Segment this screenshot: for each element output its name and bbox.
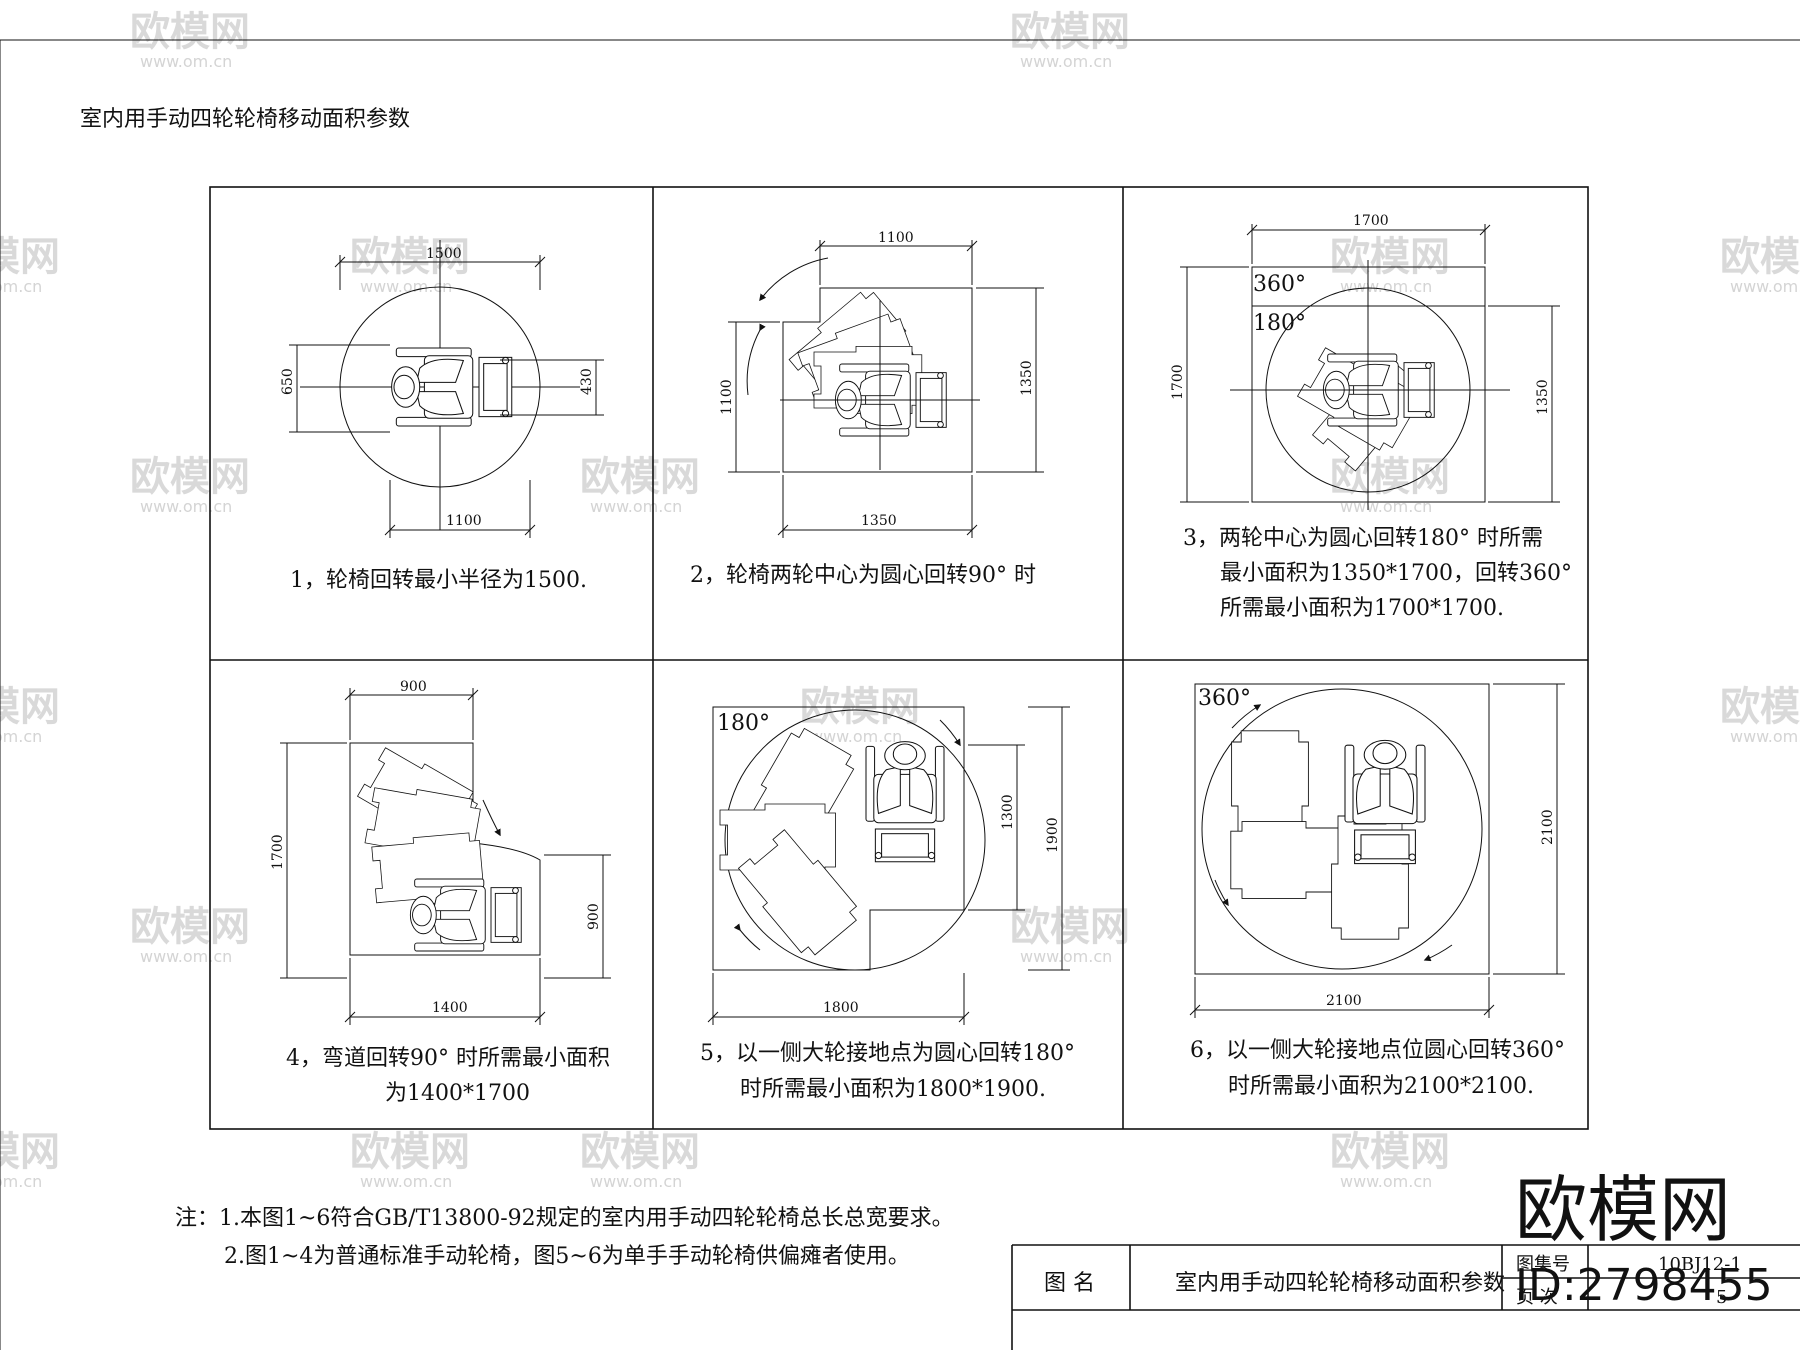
watermark-url: www.om.cn xyxy=(590,497,682,516)
panel-4-dim-left: 1700 xyxy=(270,834,286,870)
panel-5-angle-180: 180° xyxy=(717,711,770,736)
watermark-brand: 欧模网 xyxy=(130,904,250,950)
title-block-name-label: 图 名 xyxy=(1044,1271,1095,1296)
panel-3-angle-180: 180° xyxy=(1253,311,1306,336)
watermark-brand: 欧模网 xyxy=(1720,234,1800,280)
panel-2-dim-top: 1100 xyxy=(878,230,914,246)
panel-3-caption-line-1: 3，两轮中心为圆心回转180° 时所需 xyxy=(1183,526,1543,551)
watermark-url: www.om.cn xyxy=(140,52,232,71)
panel-1-dim-left: 650 xyxy=(280,368,296,395)
watermark-url: www.om.cn xyxy=(810,727,902,746)
watermark-brand: 欧模网 xyxy=(350,234,470,280)
panel-1-dim-bottom: 1100 xyxy=(446,513,482,529)
panel-1-dim-top: 1500 xyxy=(426,246,462,262)
panel-3-caption-line-2: 最小面积为1350*1700，回转360° xyxy=(1220,561,1572,586)
panel-3-angle-360: 360° xyxy=(1253,272,1306,297)
panel-5-dim-bottom: 1800 xyxy=(823,1000,859,1016)
panel-6-dim-bottom: 2100 xyxy=(1326,993,1362,1009)
panel-6-diagram: 360° 2100 2100 xyxy=(1189,683,1565,1018)
watermark-url: www.om.cn xyxy=(1340,277,1432,296)
watermark-brand: 欧模网 xyxy=(1330,1129,1450,1175)
watermark-brand: 欧模网 xyxy=(0,684,60,730)
panel-3-dim-left: 1700 xyxy=(1170,364,1186,400)
panel-1-caption-line-1: 1，轮椅回转最小半径为1500. xyxy=(290,568,587,593)
watermark-url: www.om.cn xyxy=(1020,947,1112,966)
panel-grid xyxy=(209,186,1589,1130)
watermark-url: www.om.cn xyxy=(590,1172,682,1191)
watermark-brand: 欧模网 xyxy=(130,454,250,500)
watermark-brand: 欧模网 xyxy=(350,1129,470,1175)
watermark-url: www.om.cn xyxy=(1020,52,1112,71)
watermark-url: www.om.cn xyxy=(0,277,42,296)
watermark-url: www.om.cn xyxy=(1340,1172,1432,1191)
panel-3-dim-top: 1700 xyxy=(1353,213,1389,229)
title-block-atlas-label: 图集号 xyxy=(1516,1254,1570,1275)
watermark-id: ID:2798455 xyxy=(1515,1260,1773,1311)
title-block-name-value: 室内用手动四轮轮椅移动面积参数 xyxy=(1175,1271,1505,1296)
panel-4-dim-bottom: 1400 xyxy=(432,1000,468,1016)
watermark-brand: 欧模网 xyxy=(1010,9,1130,55)
watermark-brand-logo: 欧模网 xyxy=(1515,1168,1731,1252)
panel-4-caption-line-1: 4，弯道回转90° 时所需最小面积 xyxy=(286,1046,610,1071)
watermark-pattern: 欧模网www.om.cn欧模网www.om.cn欧模网www.om.cn欧模网w… xyxy=(0,9,1800,1191)
watermark-url: www.om.cn xyxy=(360,1172,452,1191)
watermark-brand: 欧模网 xyxy=(130,9,250,55)
panel-5-dim-right-inner: 1300 xyxy=(1000,794,1016,830)
panel-6-angle-360: 360° xyxy=(1198,686,1251,711)
watermark-brand: 欧模网 xyxy=(1010,904,1130,950)
panel-2-diagram: 1100 1350 1100 1350 xyxy=(719,230,1044,538)
panel-5-caption-line-1: 5，以一侧大轮接地点为圆心回转180° xyxy=(700,1041,1075,1066)
panel-2-caption-line-1: 2，轮椅两轮中心为圆心回转90° 时 xyxy=(690,563,1036,588)
watermark-brand: 欧模网 xyxy=(0,234,60,280)
panel-1-dim-right: 430 xyxy=(579,368,595,395)
panel-4-diagram: 900 1400 1700 900 xyxy=(270,679,611,1025)
watermark-url: www.om.cn xyxy=(1730,277,1800,296)
watermark-brand: 欧模网 xyxy=(580,1129,700,1175)
panel-6-caption-line-2: 时所需最小面积为2100*2100. xyxy=(1228,1074,1534,1099)
title-block-page-label: 页 次 xyxy=(1516,1287,1558,1308)
note-line-2: 2.图1~4为普通标准手动轮椅，图5~6为单手手动轮椅供偏瘫者使用。 xyxy=(224,1244,910,1269)
watermark-url: www.om.cn xyxy=(0,727,42,746)
watermark-url: www.om.cn xyxy=(360,277,452,296)
watermark-brand: 欧模网 xyxy=(0,1129,60,1175)
panel-2-dim-left: 1100 xyxy=(719,379,735,415)
watermark-url: www.om.cn xyxy=(1730,727,1800,746)
panel-2-dim-right: 1350 xyxy=(1019,360,1035,396)
watermark-brand: 欧模网 xyxy=(1720,684,1800,730)
watermark-brand: 欧模网 xyxy=(1330,234,1450,280)
title-block: 图 名 室内用手动四轮轮椅移动面积参数 图集号 10BJ12-1 页 次 5 xyxy=(1011,1244,1800,1350)
panel-3-caption-line-3: 所需最小面积为1700*1700. xyxy=(1220,596,1504,621)
watermark-layer: 欧模网www.om.cn欧模网www.om.cn欧模网www.om.cn欧模网w… xyxy=(0,9,1800,1191)
panel-5-diagram: 180° 1800 1300 1900 xyxy=(707,706,1070,1025)
title-block-atlas-value: 10BJ12-1 xyxy=(1658,1254,1742,1275)
panel-3-diagram: 360° 180° 1700 1700 1350 xyxy=(1170,213,1560,510)
panel-6-caption-line-1: 6，以一侧大轮接地点位圆心回转360° xyxy=(1190,1038,1565,1063)
panel-4-dim-right: 900 xyxy=(586,903,602,930)
watermark-url: www.om.cn xyxy=(140,497,232,516)
panel-5-caption-line-2: 时所需最小面积为1800*1900. xyxy=(740,1077,1046,1102)
panel-5-dim-right-outer: 1900 xyxy=(1045,817,1061,853)
panel-3-dim-right: 1350 xyxy=(1535,379,1551,415)
panel-1-diagram: 1500 1100 650 430 xyxy=(280,240,604,538)
page-title: 室内用手动四轮轮椅移动面积参数 xyxy=(80,107,410,132)
watermark-url: www.om.cn xyxy=(0,1172,42,1191)
title-block-page-value: 5 xyxy=(1716,1287,1727,1308)
panel-4-caption-line-2: 为1400*1700 xyxy=(385,1081,530,1106)
watermark-url: www.om.cn xyxy=(140,947,232,966)
watermark-url: www.om.cn xyxy=(1340,497,1432,516)
watermark-brand: 欧模网 xyxy=(580,454,700,500)
panel-4-dim-top: 900 xyxy=(400,679,427,695)
panel-6-dim-right: 2100 xyxy=(1540,809,1556,845)
panel-2-dim-bottom: 1350 xyxy=(861,513,897,529)
note-line-1: 注：1.本图1~6符合GB/T13800-92规定的室内用手动四轮轮椅总长总宽要… xyxy=(175,1206,954,1231)
